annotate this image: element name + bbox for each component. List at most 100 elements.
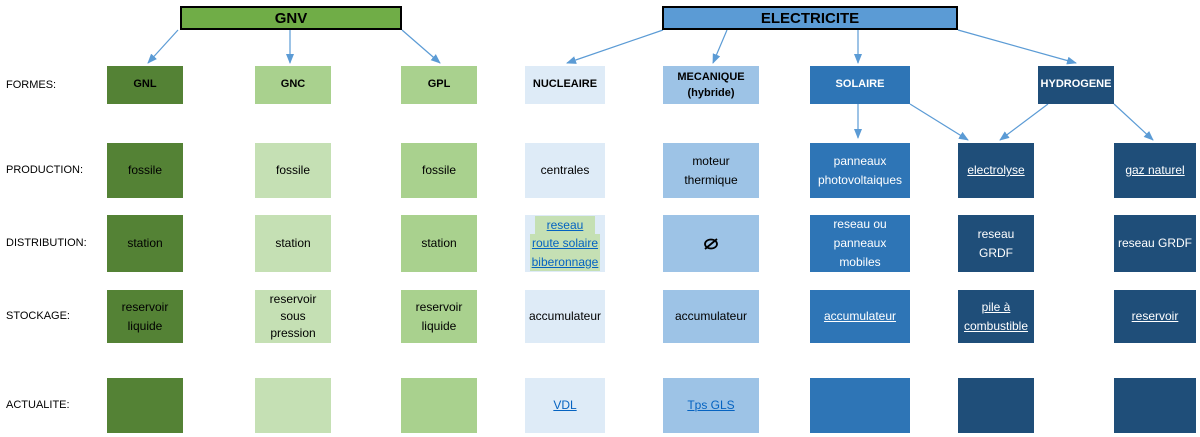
distribution-electrolyse-label: reseau GRDF [977,226,1015,260]
forme-nucleaire: NUCLEAIRE [525,66,605,104]
forme-gpl: GPL [401,66,477,104]
distribution-gaz-naturel: reseau GRDF [1114,215,1196,272]
stockage-solaire-link[interactable]: accumulateur [823,309,897,324]
header-electricite: ELECTRICITE [662,6,958,30]
arrow-gnv-gpl [401,29,441,64]
actualite-gnl [107,378,183,433]
distribution-gnl: station [107,215,183,272]
distribution-nucleaire-link-biberonnage[interactable]: biberonnage [529,252,601,272]
stockage-gpl-line1: reservoir [415,299,463,314]
stockage-electrolyse-link-line1[interactable]: pile à [981,299,1011,314]
distribution-solaire: reseau ou panneaux mobiles [810,215,910,272]
production-mecanique: moteur thermique [663,143,759,198]
actualite-nucleaire-link[interactable]: VDL [553,398,577,413]
forme-gnl: GNL [107,66,183,104]
stockage-gnc-line2: sous [280,309,306,324]
forme-mecanique: MECANIQUE (hybride) [663,66,759,104]
distribution-nucleaire: reseau route solaire biberonnage [525,215,605,272]
stockage-gpl-line2: liquide [421,318,457,333]
distribution-gnl-label: station [127,236,163,251]
forme-solaire-label: SOLAIRE [835,78,885,91]
distribution-solaire-line3: mobiles [839,255,881,270]
production-nucleaire: centrales [525,143,605,198]
actualite-mecanique: Tps GLS [663,378,759,433]
forme-gpl-label: GPL [427,78,451,91]
arrow-elec-hydrogene [957,29,1077,65]
production-mecanique-line2: thermique [684,172,738,187]
production-gpl: fossile [401,143,477,198]
stockage-nucleaire-label: accumulateur [528,309,602,324]
arrow-elec-mecanique [712,29,728,64]
production-solaire-line1: panneaux [833,153,887,168]
stockage-gnl-line1: reservoir [121,299,169,314]
distribution-mecanique [663,215,759,272]
production-solaire-line2: photovoltaiques [817,172,903,187]
arrow-hydrogene-gaz-naturel [1113,103,1154,141]
production-gnl-label: fossile [127,163,162,178]
actualite-gaz-naturel [1114,378,1196,433]
stockage-mecanique: accumulateur [663,290,759,343]
forme-gnl-label: GNL [133,78,157,91]
forme-hydrogene: HYDROGENE [1038,66,1114,104]
arrow-hydrogene-electrolyse [999,103,1049,141]
stockage-electrolyse[interactable]: pile à combustible [958,290,1034,343]
distribution-solaire-line2: panneaux [833,235,887,250]
actualite-gpl [401,378,477,433]
production-solaire: panneaux photovoltaiques [810,143,910,198]
forme-nucleaire-label: NUCLEAIRE [532,78,598,91]
stockage-gnc: reservoir sous pression [255,290,331,343]
empty-set-icon [704,237,718,250]
distribution-gnc: station [255,215,331,272]
production-mecanique-line1: moteur [692,153,730,168]
actualite-gnc [255,378,331,433]
forme-hydrogene-label: HYDROGENE [1040,78,1112,91]
production-gaz-naturel[interactable]: gaz naturel [1114,143,1196,198]
stockage-electrolyse-link-line2[interactable]: combustible [963,318,1029,333]
distribution-gaz-naturel-label: reseau GRDF [1117,236,1193,251]
production-gnc: fossile [255,143,331,198]
production-gaz-naturel-link[interactable]: gaz naturel [1125,163,1185,178]
arrow-elec-nucleaire [566,29,664,64]
production-gnc-label: fossile [275,163,310,178]
forme-gnc-label: GNC [280,78,306,91]
distribution-electrolyse: reseau GRDF [958,215,1034,272]
stockage-nucleaire: accumulateur [525,290,605,343]
actualite-nucleaire: VDL [525,378,605,433]
production-electrolyse[interactable]: electrolyse [958,143,1034,198]
row-label-distribution: DISTRIBUTION: [6,237,87,249]
actualite-electrolyse [958,378,1034,433]
forme-mecanique-label: MECANIQUE [677,70,745,83]
row-label-formes: FORMES: [6,79,57,91]
production-nucleaire-label: centrales [540,163,590,178]
distribution-gnc-label: station [275,236,311,251]
distribution-nucleaire-link-reseau[interactable]: reseau [534,215,596,235]
stockage-gnl-line2: liquide [127,318,163,333]
production-electrolyse-link[interactable]: electrolyse [967,163,1025,178]
header-gnv: GNV [180,6,402,30]
production-gpl-label: fossile [421,163,456,178]
row-label-production: PRODUCTION: [6,164,83,176]
stockage-gnc-line1: reservoir [269,292,317,307]
forme-mecanique-sublabel: (hybride) [687,87,735,99]
forme-solaire: SOLAIRE [810,66,910,104]
forme-gnc: GNC [255,66,331,104]
distribution-gpl: station [401,215,477,272]
stockage-mecanique-label: accumulateur [674,309,748,324]
stockage-solaire[interactable]: accumulateur [810,290,910,343]
stockage-gnl: reservoir liquide [107,290,183,343]
row-label-actualite: ACTUALITE: [6,399,70,411]
stockage-gpl: reservoir liquide [401,290,477,343]
stockage-gaz-naturel[interactable]: reservoir [1114,290,1196,343]
distribution-solaire-line1: reseau ou [833,216,887,231]
arrow-gnv-gnl [147,29,179,64]
actualite-solaire [810,378,910,433]
arrow-solaire-electrolyse [909,103,969,141]
distribution-nucleaire-link-route-solaire[interactable]: route solaire [529,234,601,253]
distribution-gpl-label: station [421,236,457,251]
stockage-gaz-naturel-link[interactable]: reservoir [1131,309,1179,324]
stockage-gnc-line3: pression [270,325,316,340]
actualite-mecanique-link[interactable]: Tps GLS [687,398,735,413]
row-label-stockage: STOCKAGE: [6,310,70,322]
production-gnl: fossile [107,143,183,198]
